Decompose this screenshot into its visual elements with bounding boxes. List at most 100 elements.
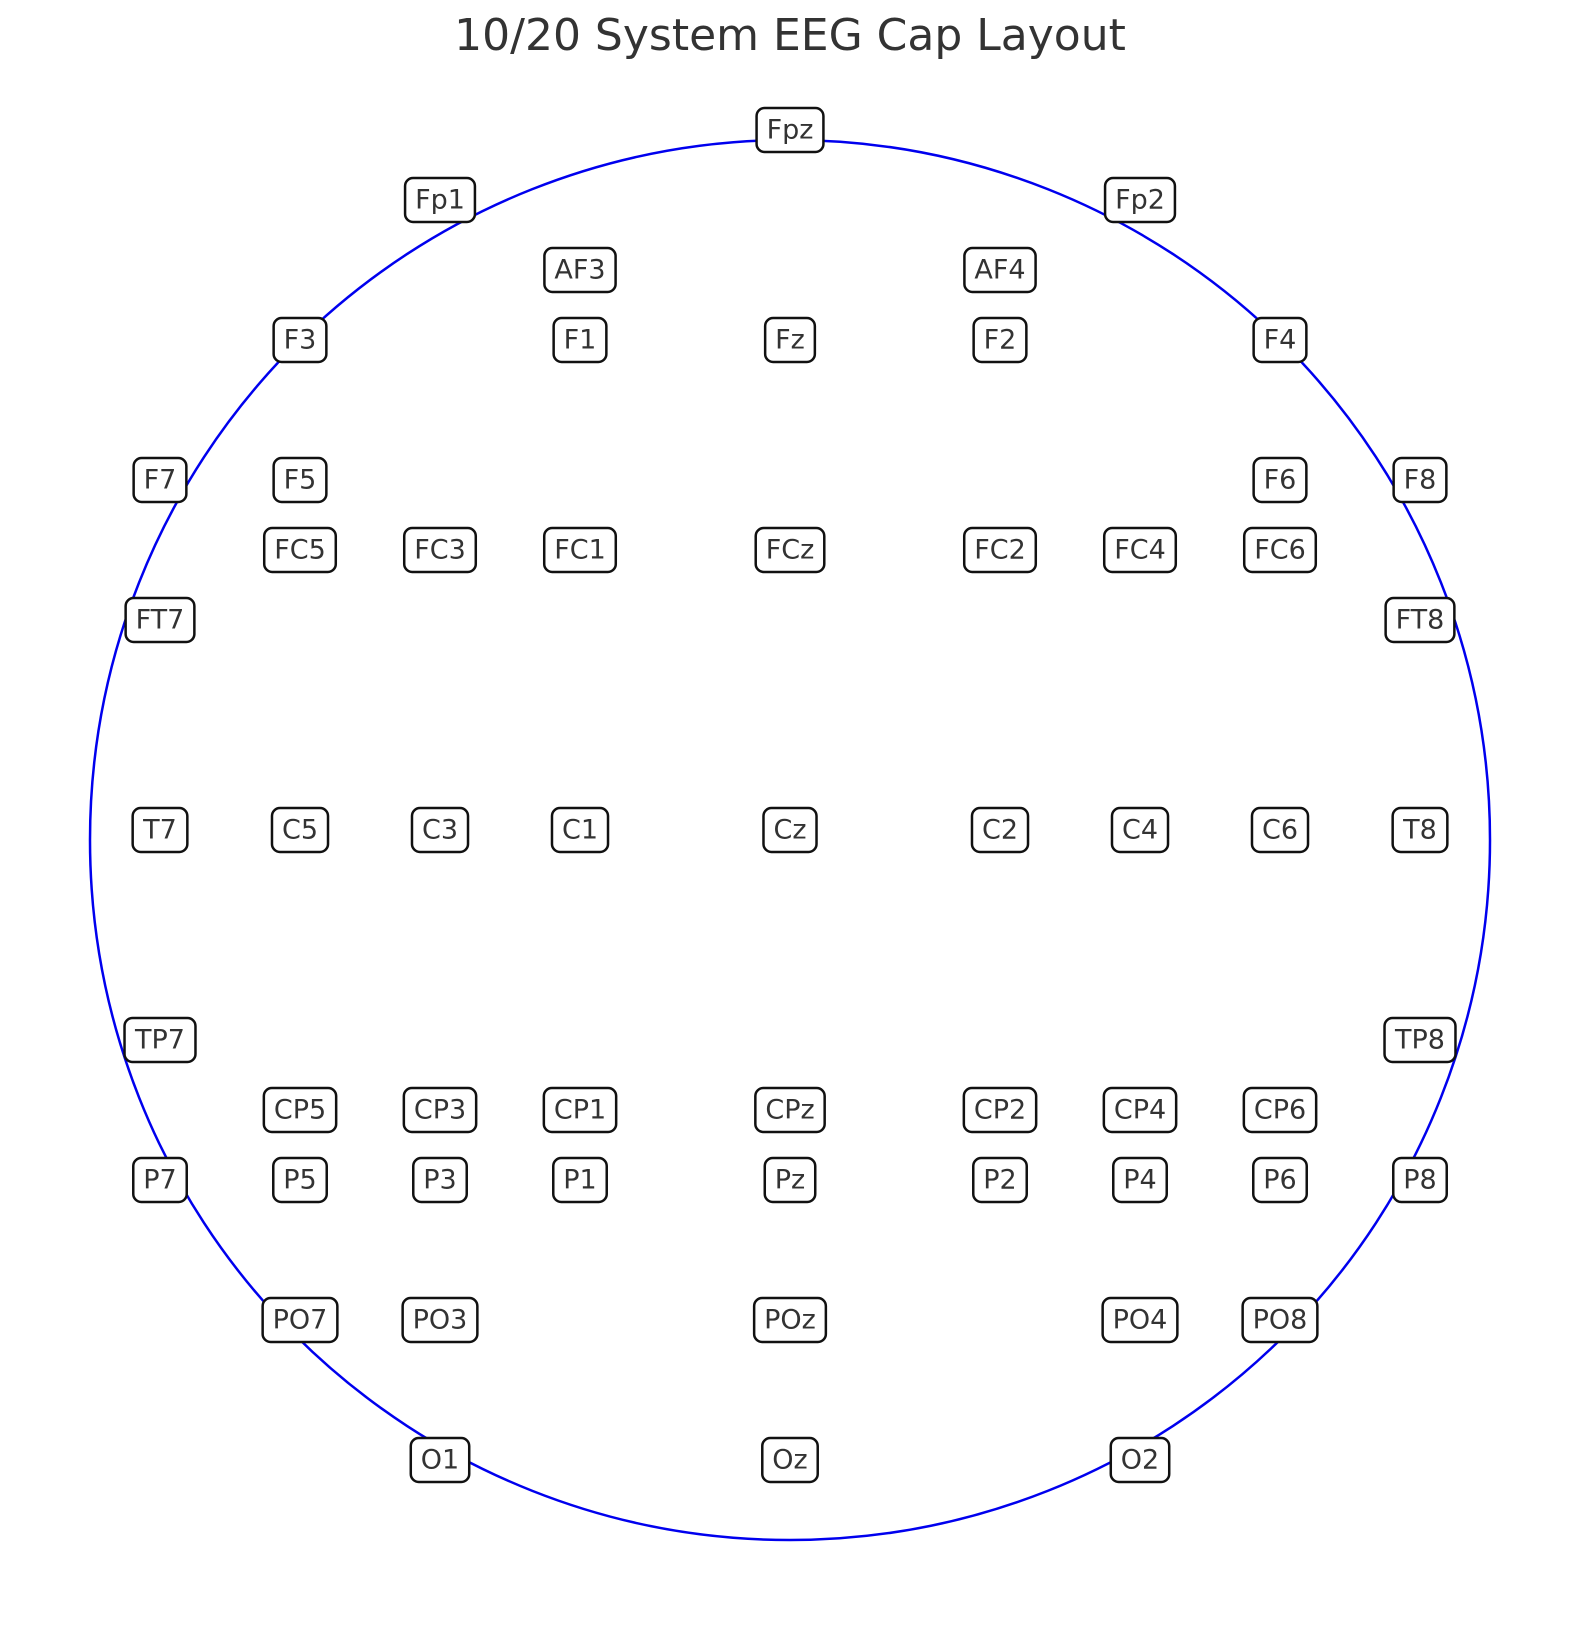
electrode-label: Fpz (767, 115, 814, 146)
electrode-box (1392, 1156, 1448, 1204)
electrode-poz: POz (752, 1296, 828, 1344)
electrode-ft7: FT7 (124, 596, 196, 644)
electrode-box (1384, 596, 1456, 644)
electrode-label: C3 (422, 815, 458, 846)
electrode-label: POz (764, 1305, 816, 1336)
electrode-label: FT7 (136, 605, 185, 636)
diagram-title: 10/20 System EEG Cap Layout (454, 10, 1126, 61)
electrode-label: F8 (1404, 465, 1437, 496)
electrode-box (1250, 806, 1310, 854)
electrode-label: C6 (1262, 815, 1298, 846)
electrode-box (761, 1436, 819, 1484)
electrode-label: F7 (144, 465, 177, 496)
electrode-af3: AF3 (543, 246, 617, 294)
electrode-label: P7 (143, 1165, 176, 1196)
electrode-label: CP6 (1254, 1095, 1306, 1126)
electrode-label: CP3 (414, 1095, 466, 1126)
electrode-af4: AF4 (963, 246, 1037, 294)
electrode-label: C2 (982, 815, 1018, 846)
electrode-label: P2 (983, 1165, 1016, 1196)
electrode-f6: F6 (1252, 456, 1308, 504)
electrode-box (972, 316, 1028, 364)
electrode-box (409, 1436, 471, 1484)
electrode-box (763, 1156, 817, 1204)
electrode-p3: P3 (412, 1156, 468, 1204)
electrode-box (270, 806, 330, 854)
electrode-label: C4 (1122, 815, 1158, 846)
electrode-box (124, 596, 196, 644)
electrode-box (1112, 1156, 1168, 1204)
electrode-f3: F3 (272, 316, 328, 364)
electrode-p1: P1 (552, 1156, 608, 1204)
electrode-label: Fp1 (415, 185, 465, 216)
electrode-label: F6 (1264, 465, 1297, 496)
electrode-box (552, 316, 608, 364)
electrode-box (1383, 1016, 1457, 1064)
electrode-box (401, 1296, 479, 1344)
electrode-po8: PO8 (1241, 1296, 1319, 1344)
electrode-p2: P2 (972, 1156, 1028, 1204)
electrode-box (1242, 526, 1318, 574)
electrode-pz: Pz (763, 1156, 817, 1204)
electrode-c2: C2 (970, 806, 1030, 854)
electrode-label: T7 (142, 815, 177, 846)
electrode-label: Oz (772, 1445, 807, 1476)
electrode-f2: F2 (972, 316, 1028, 364)
electrode-box (752, 1296, 828, 1344)
electrode-label: CP4 (1114, 1095, 1166, 1126)
electrode-label: P4 (1123, 1165, 1156, 1196)
electrode-cp3: CP3 (402, 1086, 478, 1134)
electrode-label: FT8 (1396, 605, 1445, 636)
electrode-box (1103, 176, 1177, 224)
electrode-fp2: Fp2 (1103, 176, 1177, 224)
electrode-box (970, 806, 1030, 854)
electrode-box (550, 806, 610, 854)
electrode-label: PO8 (1253, 1305, 1308, 1336)
electrode-label: TP8 (1394, 1025, 1445, 1056)
electrode-label: P5 (283, 1165, 316, 1196)
electrode-label: FC1 (554, 535, 606, 566)
electrode-label: Cz (773, 815, 806, 846)
electrode-fc4: FC4 (1102, 526, 1178, 574)
electrode-cp6: CP6 (1242, 1086, 1318, 1134)
electrode-box (132, 1156, 188, 1204)
electrode-box (1392, 456, 1448, 504)
electrode-cpz: CPz (754, 1086, 826, 1134)
electrode-po3: PO3 (401, 1296, 479, 1344)
electrode-box (972, 1156, 1028, 1204)
electrode-fz: Fz (763, 316, 817, 364)
electrode-box (1102, 1086, 1178, 1134)
electrode-label: CP5 (274, 1095, 326, 1126)
electrode-label: AF3 (554, 255, 605, 286)
electrode-c3: C3 (410, 806, 470, 854)
electrode-fc1: FC1 (542, 526, 618, 574)
electrode-box (962, 1086, 1038, 1134)
electrode-box (1252, 456, 1308, 504)
electrode-fc3: FC3 (402, 526, 478, 574)
electrode-label: C5 (282, 815, 318, 846)
electrode-label: CP2 (974, 1095, 1026, 1126)
electrode-label: F4 (1264, 325, 1297, 356)
electrode-oz: Oz (761, 1436, 819, 1484)
electrode-label: O2 (1121, 1445, 1159, 1476)
electrode-c4: C4 (1110, 806, 1170, 854)
electrode-cp1: CP1 (542, 1086, 618, 1134)
electrode-box (963, 246, 1037, 294)
electrode-c5: C5 (270, 806, 330, 854)
electrode-label: Pz (775, 1165, 805, 1196)
electrode-box (1252, 316, 1308, 364)
electrode-f7: F7 (132, 456, 188, 504)
electrode-box (402, 526, 478, 574)
electrode-p6: P6 (1252, 1156, 1308, 1204)
electrode-label: PO7 (273, 1305, 328, 1336)
electrode-po4: PO4 (1101, 1296, 1179, 1344)
electrode-cz: Cz (762, 806, 818, 854)
electrode-box (552, 1156, 608, 1204)
electrode-label: O1 (421, 1445, 459, 1476)
electrode-box (132, 456, 188, 504)
electrode-label: PO4 (1113, 1305, 1168, 1336)
electrode-fc5: FC5 (262, 526, 338, 574)
electrode-label: F3 (284, 325, 317, 356)
electrode-box (272, 316, 328, 364)
